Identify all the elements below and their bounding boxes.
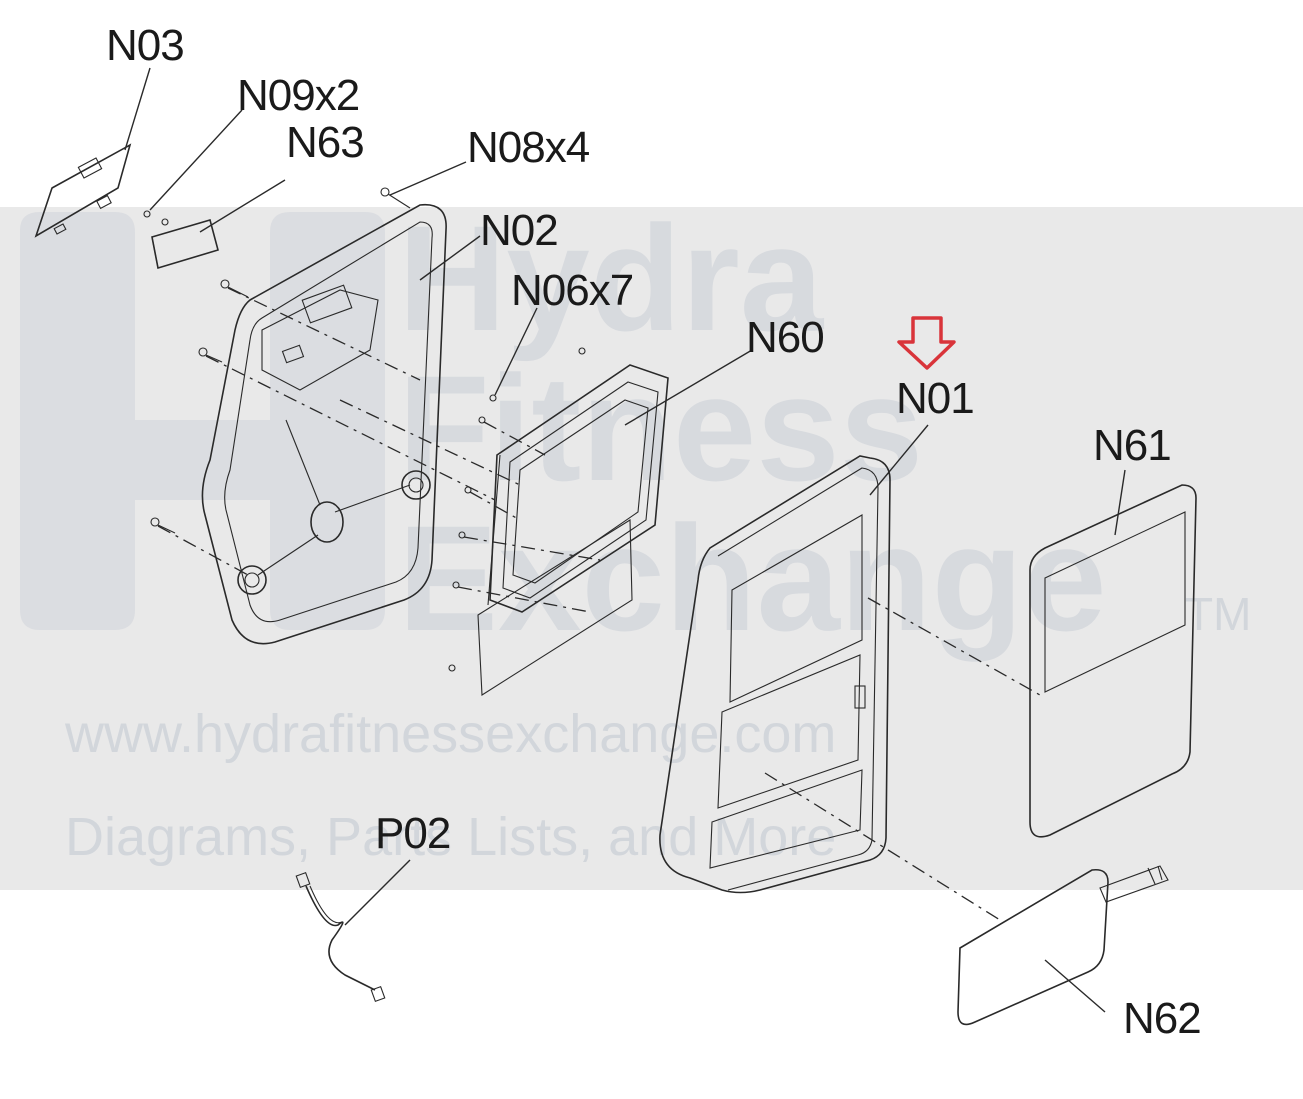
label-n61: N61 [1093, 421, 1171, 470]
leader-n61 [1114, 469, 1126, 536]
part-n63-box [143, 210, 219, 270]
leader-n06 [494, 307, 538, 396]
leader-n63 [199, 179, 286, 233]
watermark-url: www.hydrafitnessexchange.com [64, 704, 836, 764]
watermark-logo [20, 212, 385, 630]
screws-n08 [150, 187, 411, 534]
leader-n03 [124, 67, 151, 151]
label-n03: N03 [106, 21, 184, 70]
axis-line-6 [764, 772, 1001, 921]
label-n02: N02 [480, 206, 558, 255]
highlight-arrow-icon [897, 316, 956, 370]
leader-p02 [344, 859, 411, 926]
label-n08: N08x4 [467, 123, 590, 172]
part-n62-keypad [957, 865, 1169, 1026]
watermark-line2: Fitness [398, 344, 923, 512]
part-n60-display [477, 364, 669, 696]
watermark-line1: Hydra [398, 194, 825, 362]
watermark-band [0, 207, 1303, 890]
leader-n01 [869, 424, 929, 496]
watermark-tagline: Diagrams, Parts Lists, and More [65, 807, 836, 867]
label-n60: N60 [746, 313, 824, 362]
label-p02: P02 [375, 809, 450, 858]
axis-line-3 [157, 525, 249, 576]
watermark-trademark: TM [1185, 588, 1251, 640]
label-n63: N63 [286, 118, 364, 167]
part-n61-overlay [1029, 484, 1197, 838]
part-p02-cable [295, 871, 386, 1003]
axis-line-5 [867, 597, 1041, 696]
label-n09: N09x2 [237, 71, 359, 120]
axis-line-2 [205, 355, 496, 501]
label-n62: N62 [1123, 994, 1201, 1043]
axis-line-1 [227, 287, 421, 381]
label-n06: N06x7 [511, 266, 633, 315]
leader-n08 [389, 161, 467, 196]
axis-line-4 [339, 399, 521, 486]
leader-n60 [624, 349, 753, 426]
part-n02-rear-housing [201, 203, 447, 645]
part-n03-board [34, 143, 132, 238]
leader-n62 [1044, 959, 1106, 1013]
label-n01: N01 [896, 374, 974, 423]
leader-n09 [149, 109, 243, 211]
screws-n06 [448, 347, 601, 672]
leader-n02 [419, 235, 481, 281]
